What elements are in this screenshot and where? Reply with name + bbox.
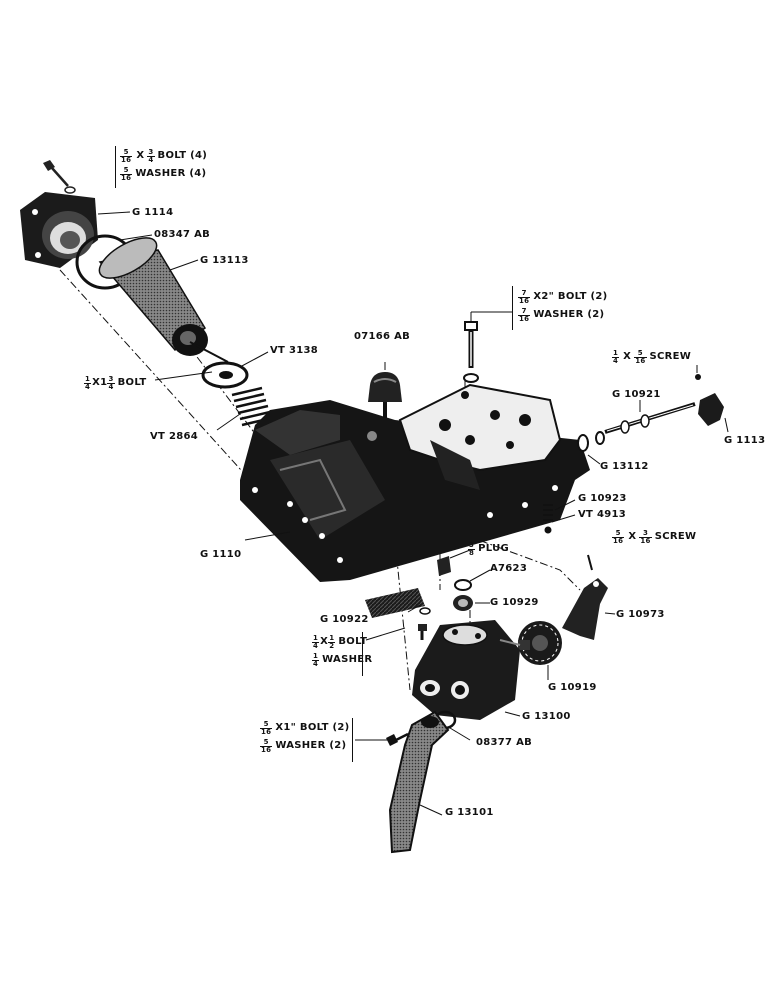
label-vt3138: VT 3138	[270, 345, 318, 356]
gear-g10919	[518, 621, 562, 665]
label-g13112: G 13112	[600, 461, 649, 472]
plug-3-8	[437, 556, 451, 576]
knob-g1113	[695, 374, 724, 426]
label-g13100: G 13100	[522, 711, 571, 722]
spring-vt2864	[231, 386, 273, 427]
spring-vt4913	[543, 504, 553, 534]
label-08377ab: 08377 AB	[476, 737, 533, 748]
label-g10919: G 10919	[548, 682, 597, 693]
filter-bolt	[189, 341, 229, 363]
label-g10929: G 10929	[490, 597, 539, 608]
label-g10923: G 10923	[578, 493, 627, 504]
lever-g10973	[562, 554, 608, 640]
gasket-g10922	[365, 588, 425, 618]
bolt-7-16	[463, 321, 479, 383]
label-g1114: G 1114	[132, 207, 174, 218]
label-g10922: G 10922	[320, 614, 369, 625]
small-washer	[419, 607, 431, 615]
bolt-washer-top-left	[43, 160, 76, 194]
label-07166ab: 07166 AB	[354, 331, 411, 342]
filter-g13113	[98, 237, 208, 356]
leader-lines	[97, 211, 729, 816]
bracket-1-4	[362, 632, 363, 676]
washer-g13112	[577, 431, 605, 452]
pump-g13100	[412, 620, 521, 720]
cover-g1114	[20, 192, 98, 268]
label-vt4913: VT 4913	[578, 509, 626, 520]
label-g13113: G 13113	[200, 255, 249, 266]
label-g10921: G 10921	[612, 389, 661, 400]
label-08347ab: 08347 AB	[154, 229, 211, 240]
breather-07166ab	[368, 372, 402, 418]
valve-body-plate	[398, 383, 562, 490]
bolt-5-16-x1	[386, 732, 409, 746]
washer-a7623	[454, 579, 472, 591]
bracket-7-16	[512, 286, 513, 330]
bushing-g10929	[453, 595, 473, 611]
label-g10973: G 10973	[616, 609, 665, 620]
rod-g10921	[604, 402, 696, 434]
bracket-top-left	[115, 146, 116, 188]
pipe-g13101	[388, 710, 450, 854]
label-g1110: G 1110	[200, 549, 242, 560]
bracket-5-16-b	[352, 718, 353, 762]
washer-vt3138	[201, 361, 249, 389]
bolt-1-4-x-1-2	[418, 624, 427, 640]
label-vt2864: VT 2864	[150, 431, 198, 442]
label-g13101: G 13101	[445, 807, 494, 818]
label-a7623: A7623	[490, 563, 528, 574]
label-g1113: G 1113	[724, 435, 766, 446]
